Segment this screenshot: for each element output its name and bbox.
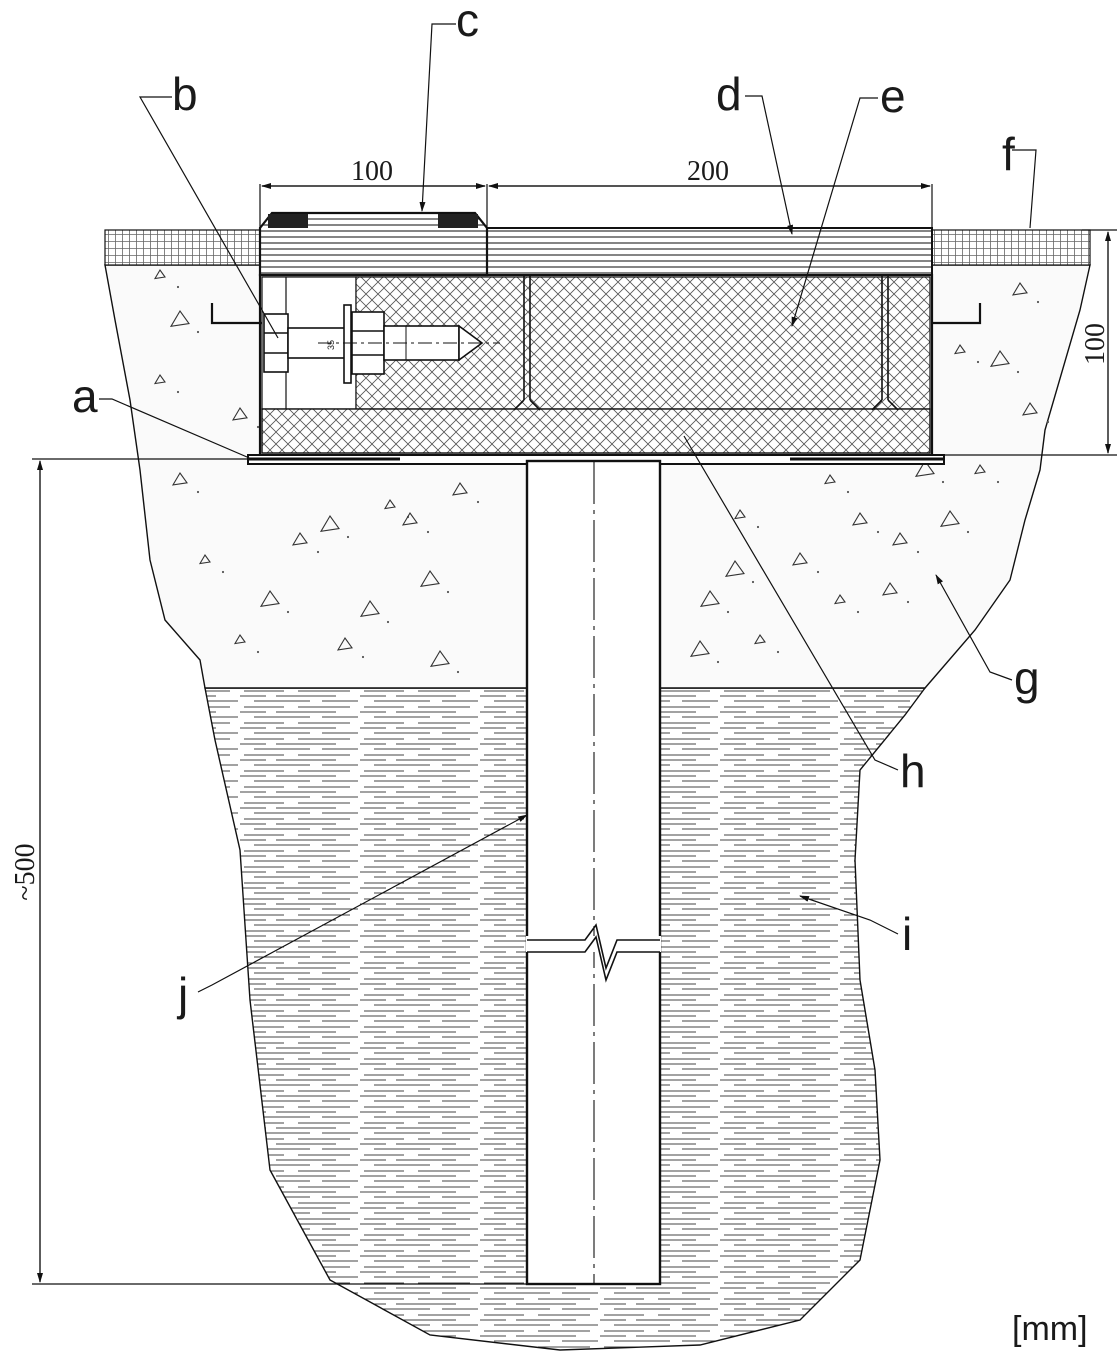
bolt-assembly [263, 304, 500, 384]
aggregate-triangle [724, 559, 745, 578]
aggregate-triangle [939, 509, 960, 528]
callout-h: h [900, 745, 926, 797]
aggregate-triangle [401, 511, 418, 526]
callout-b: b [172, 68, 198, 120]
callout-a: a [72, 370, 98, 422]
callout-i: i [902, 908, 912, 960]
aggregate-triangle [989, 349, 1010, 368]
aggregate-triangle [733, 508, 746, 520]
aggregate-dot [196, 490, 200, 494]
aggregate-dot [716, 660, 720, 664]
side-anchor-right [932, 303, 982, 325]
aggregate-dot [941, 480, 945, 484]
aggregate-dot [196, 330, 200, 334]
aggregate-triangle [383, 498, 396, 510]
aggregate-dot [846, 490, 850, 494]
aggregate-dot [1046, 420, 1050, 424]
callout-leaders [99, 23, 1037, 993]
callout-j: j [176, 968, 188, 1020]
bolt-size-label: 35 [326, 340, 336, 350]
aggregate-dot [966, 530, 970, 534]
aggregate-dot [976, 360, 980, 364]
aggregate-dot [1016, 370, 1020, 374]
callout-e: e [880, 70, 906, 122]
aggregate-dot [176, 390, 180, 394]
dimension-depth-total: ~500 [10, 843, 41, 900]
aggregate-triangle [291, 531, 308, 546]
dimension-lines [32, 183, 1117, 1285]
aggregate-dot [916, 550, 920, 554]
aggregate-triangle [833, 593, 846, 605]
dimension-height-box: 100 [1080, 323, 1111, 365]
aggregate-dot [906, 600, 910, 604]
aggregate-dot [876, 530, 880, 534]
aggregate-dot [316, 550, 320, 554]
aggregate-triangle [319, 514, 340, 533]
aggregate-triangle [429, 649, 450, 668]
aggregate-dot [446, 590, 450, 594]
aggregate-dot [346, 535, 350, 539]
aggregate-triangle [953, 343, 966, 355]
pipe-break-symbol [527, 923, 660, 983]
aggregate-triangle [451, 481, 468, 496]
unit-label: [mm] [1012, 1310, 1088, 1348]
aggregate-triangle [171, 471, 188, 486]
aggregate-triangle [259, 589, 280, 608]
aggregate-triangle [823, 473, 836, 485]
aggregate-triangle [169, 309, 190, 328]
aggregate-triangle [233, 633, 246, 645]
aggregate-dot [256, 650, 260, 654]
aggregate-dot [361, 655, 365, 659]
pavement-right [931, 229, 1091, 266]
aggregate-dot [221, 570, 225, 574]
aggregate-dot [176, 285, 180, 289]
aggregate-triangle [891, 531, 908, 546]
base-plate [261, 408, 931, 454]
concrete-aggregate [153, 268, 1050, 674]
aggregate-triangle [753, 633, 766, 645]
callout-g: g [1014, 652, 1040, 704]
aggregate-dot [386, 620, 390, 624]
aggregate-dot [996, 480, 1000, 484]
aggregate-triangle [851, 511, 868, 526]
aggregate-triangle [231, 406, 248, 421]
aggregate-dot [1036, 300, 1040, 304]
aggregate-triangle [881, 581, 898, 596]
aggregate-dot [286, 610, 290, 614]
aggregate-triangle [689, 639, 710, 658]
aggregate-triangle [419, 569, 440, 588]
aggregate-dot [816, 570, 820, 574]
aggregate-triangle [914, 459, 935, 478]
aggregate-triangle [1021, 401, 1038, 416]
aggregate-triangle [153, 268, 166, 280]
side-anchor-left [210, 303, 262, 325]
aggregate-dot [726, 610, 730, 614]
aggregate-triangle [153, 373, 166, 385]
anchor-pin-right [871, 255, 899, 411]
dimension-width-right: 200 [687, 156, 729, 187]
aggregate-triangle [359, 599, 380, 618]
aggregate-dot [426, 530, 430, 534]
aggregate-triangle [198, 553, 211, 565]
anchor-pin-left [513, 255, 541, 411]
aggregate-dot [456, 670, 460, 674]
aggregate-triangle [699, 589, 720, 608]
callout-f: f [1002, 128, 1015, 180]
aggregate-dot [751, 580, 755, 584]
aggregate-dot [756, 525, 760, 529]
aggregate-dot [476, 500, 480, 504]
callout-c: c [456, 0, 479, 46]
aggregate-dot [256, 425, 260, 429]
aggregate-dot [856, 610, 860, 614]
pavement-left [104, 229, 261, 266]
aggregate-triangle [791, 551, 808, 566]
dimension-width-left: 100 [351, 156, 393, 187]
callout-d: d [716, 68, 742, 120]
aggregate-dot [776, 650, 780, 654]
aggregate-triangle [336, 636, 353, 651]
aggregate-triangle [973, 463, 986, 475]
aggregate-triangle [1011, 281, 1028, 296]
